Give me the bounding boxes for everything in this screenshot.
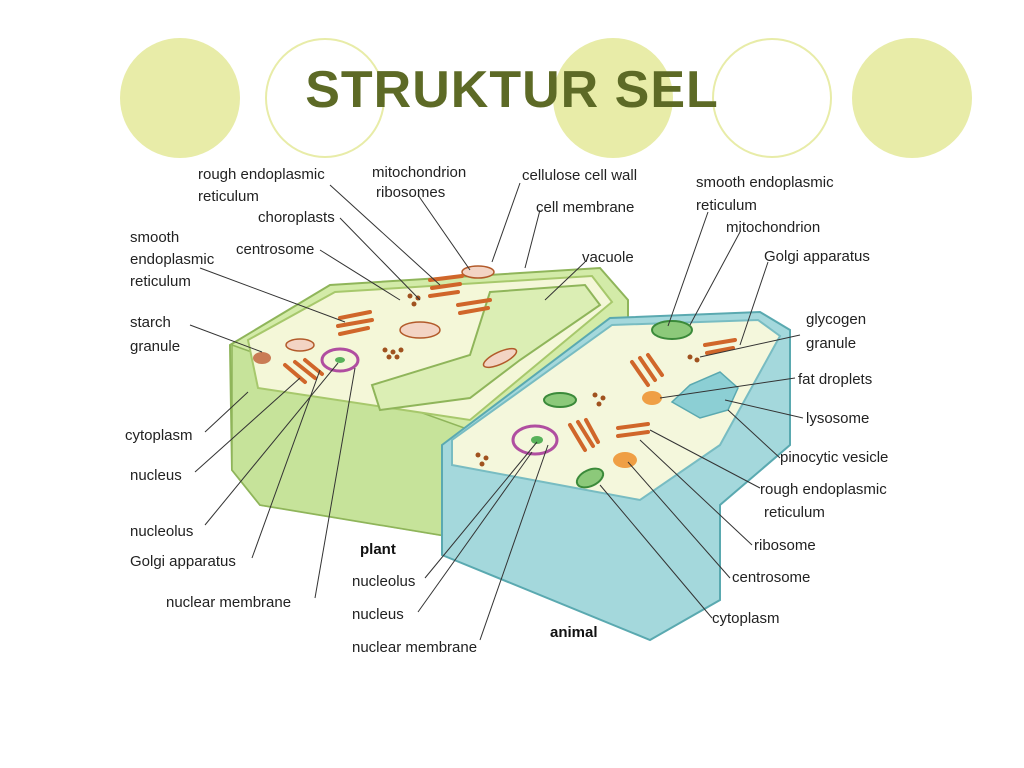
plant-cell-illustration	[228, 265, 629, 542]
label-pinocytic-vesicle: pinocytic vesicle	[780, 449, 888, 466]
plant-labels: rough endoplasmic reticulum mitochondrio…	[125, 164, 637, 611]
label-smooth-er-line3: reticulum	[130, 273, 191, 290]
label-golgi: Golgi apparatus	[130, 553, 236, 570]
plant-caption: plant	[360, 541, 396, 558]
label-nucleus: nucleus	[352, 606, 404, 623]
label-rough-er-line2: reticulum	[764, 504, 825, 521]
label-fat-droplets: fat droplets	[798, 371, 872, 388]
decor-circle-5	[852, 38, 972, 158]
label-mitochondrion: mitochondrion	[726, 219, 820, 236]
leader-lines	[189, 182, 804, 641]
label-rough-er-line1: rough endoplasmic	[198, 166, 325, 183]
label-mitochondrion: mitochondrion	[372, 164, 466, 181]
decor-circle-3	[553, 38, 673, 158]
label-nucleolus: nucleolus	[130, 523, 193, 540]
label-nucleolus: nucleolus	[352, 573, 415, 590]
label-smooth-er-line2: reticulum	[696, 197, 757, 214]
label-ribosome: ribosome	[754, 537, 816, 554]
label-golgi: Golgi apparatus	[764, 248, 870, 265]
decor-circle-2	[265, 38, 385, 158]
label-nuclear-membrane: nuclear membrane	[166, 594, 291, 611]
slide-title: STRUKTUR SEL	[305, 61, 719, 119]
label-smooth-er-line1: smooth endoplasmic	[696, 174, 834, 191]
label-cytoplasm: cytoplasm	[712, 610, 780, 627]
label-centrosome: centrosome	[236, 241, 314, 258]
label-cytoplasm: cytoplasm	[125, 427, 193, 444]
label-rough-er-line2: reticulum	[198, 188, 259, 205]
animal-caption: animal	[550, 624, 598, 641]
label-glycogen-line1: glycogen	[806, 311, 866, 328]
label-nucleus: nucleus	[130, 467, 182, 484]
label-smooth-er-line1: smooth	[130, 229, 179, 246]
label-ribosomes: ribosomes	[376, 184, 445, 201]
label-cellulose-wall: cellulose cell wall	[522, 167, 637, 184]
label-chloroplasts: choroplasts	[258, 209, 335, 226]
animal-labels: smooth endoplasmic reticulum mitochondri…	[352, 174, 888, 656]
label-vacuole: vacuole	[582, 249, 634, 266]
label-cell-membrane: cell membrane	[536, 199, 634, 216]
decor-circle-4	[712, 38, 832, 158]
label-centrosome: centrosome	[732, 569, 810, 586]
label-starch-line1: starch	[130, 314, 171, 331]
label-lysosome: lysosome	[806, 410, 869, 427]
decor-circle-1	[120, 38, 240, 158]
label-starch-line2: granule	[130, 338, 180, 355]
label-nuclear-membrane: nuclear membrane	[352, 639, 477, 656]
label-rough-er-line1: rough endoplasmic	[760, 481, 887, 498]
label-glycogen-line2: granule	[806, 335, 856, 352]
label-smooth-er-line2: endoplasmic	[130, 251, 215, 268]
